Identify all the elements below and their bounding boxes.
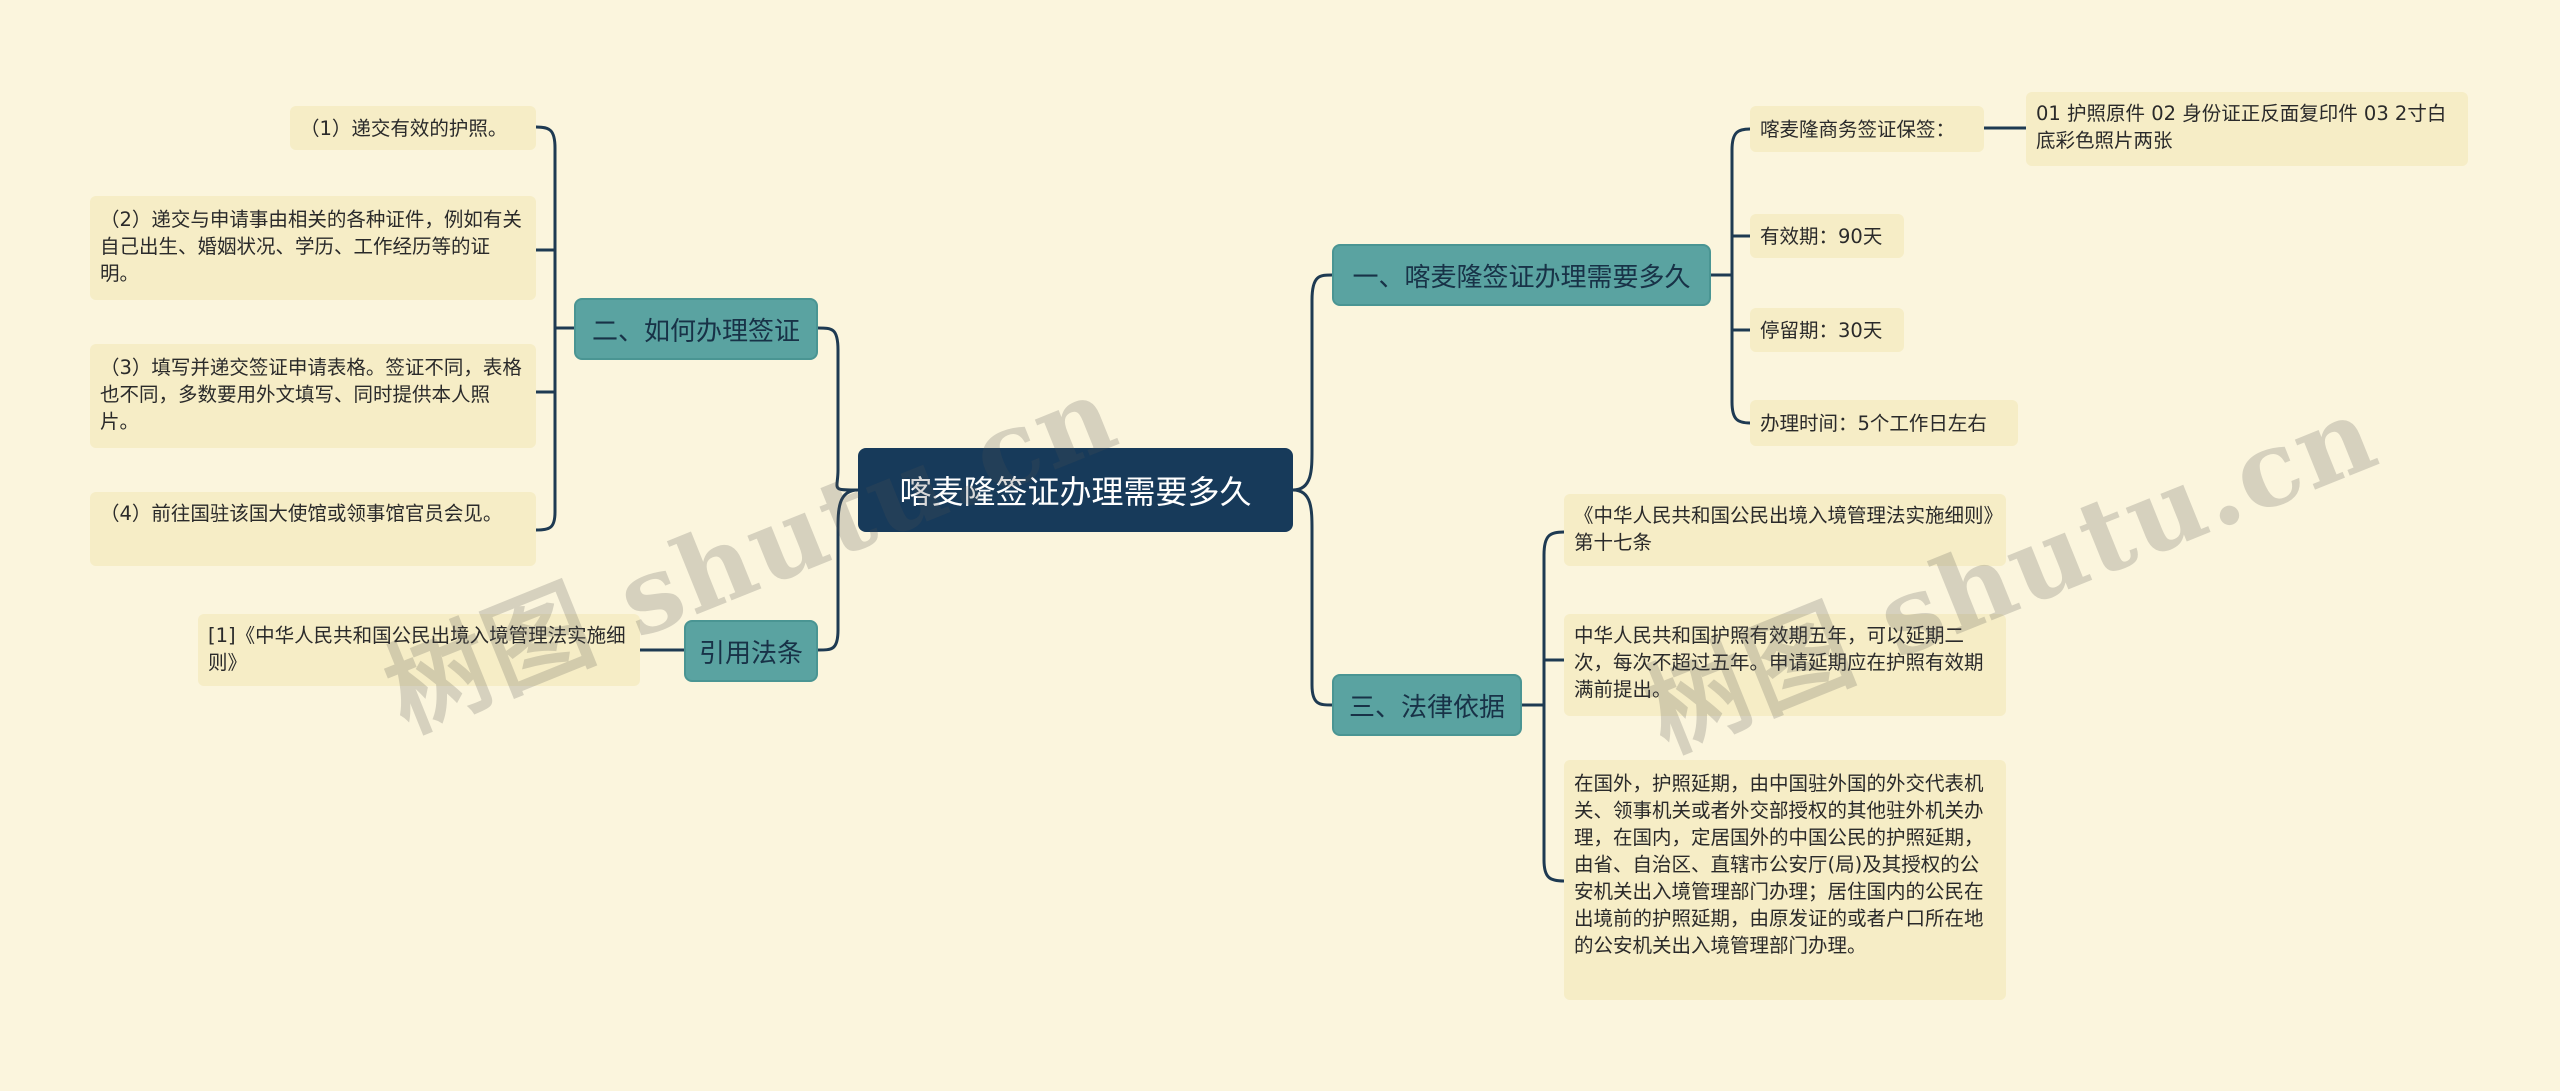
leaf-text: [1]《中华人民共和国公民出境入境管理法实施细则》 [208, 624, 626, 674]
leaf-text: （1）递交有效的护照。 [300, 116, 508, 140]
root-topic[interactable]: 喀麦隆签证办理需要多久 [858, 448, 1293, 532]
leaf-text: （2）递交与申请事由相关的各种证件，例如有关自己出生、婚姻状况、学历、工作经历等… [100, 208, 522, 285]
connector [534, 326, 557, 394]
leaf-legal-1[interactable]: 《中华人民共和国公民出境入境管理法实施细则》第十七条 [1564, 494, 2006, 566]
branch-legal[interactable]: 三、法律依据 [1332, 674, 1522, 736]
connector [1730, 234, 1752, 277]
branch-duration[interactable]: 一、喀麦隆签证办理需要多久 [1332, 244, 1711, 306]
leaf-duration-documents[interactable]: 01 护照原件 02 身份证正反面复印件 03 2寸白底彩色照片两张 [2026, 92, 2468, 166]
branch-label: 三、法律依据 [1348, 692, 1505, 723]
leaf-legal-3[interactable]: 在国外，护照延期，由中国驻外国的外交代表机关、领事机关或者外交部授权的其他驻外机… [1564, 760, 2006, 1000]
root-topic-label: 喀麦隆签证办理需要多久 [899, 473, 1252, 511]
branch-citation[interactable]: 引用法条 [684, 620, 818, 682]
connector [534, 390, 557, 532]
leaf-text: 办理时间：5个工作日左右 [1760, 411, 1987, 435]
leaf-text: （4）前往国驻该国大使馆或领事馆官员会见。 [100, 502, 503, 525]
leaf-text: 01 护照原件 02 身份证正反面复印件 03 2寸白底彩色照片两张 [2036, 102, 2447, 152]
connector [1730, 328, 1752, 425]
branch-label: 一、喀麦隆签证办理需要多久 [1352, 262, 1691, 293]
connector [816, 326, 860, 492]
leaf-duration-stay[interactable]: 停留期：30天 [1750, 308, 1904, 352]
branch-label: 二、如何办理签证 [591, 316, 800, 347]
leaf-legal-2[interactable]: 中华人民共和国护照有效期五年，可以延期二次，每次不超过五年。申请延期应在护照有效… [1564, 614, 2006, 716]
branch-label: 引用法条 [698, 638, 803, 669]
leaf-text: 中华人民共和国护照有效期五年，可以延期二次，每次不超过五年。申请延期应在护照有效… [1574, 624, 1984, 701]
connector [1542, 658, 1566, 707]
connector [1730, 127, 1752, 277]
leaf-citation-1[interactable]: [1]《中华人民共和国公民出境入境管理法实施细则》 [198, 614, 640, 686]
connector [1730, 273, 1752, 332]
leaf-how-to-3[interactable]: （3）填写并递交签证申请表格。签证不同，表格也不同，多数要用外文填写、同时提供本… [90, 344, 536, 448]
leaf-text: 停留期：30天 [1760, 318, 1883, 342]
leaf-text: 喀麦隆商务签证保签： [1760, 117, 1956, 141]
connector [1542, 703, 1566, 883]
leaf-text: 在国外，护照延期，由中国驻外国的外交代表机关、领事机关或者外交部授权的其他驻外机… [1574, 772, 1984, 957]
leaf-how-to-4[interactable]: （4）前往国驻该国大使馆或领事馆官员会见。 [90, 492, 536, 566]
connector [816, 488, 860, 652]
leaf-how-to-1[interactable]: （1）递交有效的护照。 [290, 106, 536, 150]
leaf-duration-guarantee[interactable]: 喀麦隆商务签证保签： [1750, 106, 1984, 152]
leaf-duration-processing[interactable]: 办理时间：5个工作日左右 [1750, 400, 2018, 446]
leaf-how-to-2[interactable]: （2）递交与申请事由相关的各种证件，例如有关自己出生、婚姻状况、学历、工作经历等… [90, 196, 536, 300]
branch-how-to[interactable]: 二、如何办理签证 [574, 298, 818, 360]
leaf-text: 有效期：90天 [1760, 224, 1883, 248]
leaf-text: 《中华人民共和国公民出境入境管理法实施细则》第十七条 [1574, 504, 1994, 554]
leaf-text: （3）填写并递交签证申请表格。签证不同，表格也不同，多数要用外文填写、同时提供本… [100, 356, 522, 433]
connector [1291, 273, 1334, 492]
leaf-duration-validity[interactable]: 有效期：90天 [1750, 214, 1904, 258]
connector [1291, 488, 1334, 707]
connector [534, 125, 557, 330]
connector [1542, 530, 1566, 707]
